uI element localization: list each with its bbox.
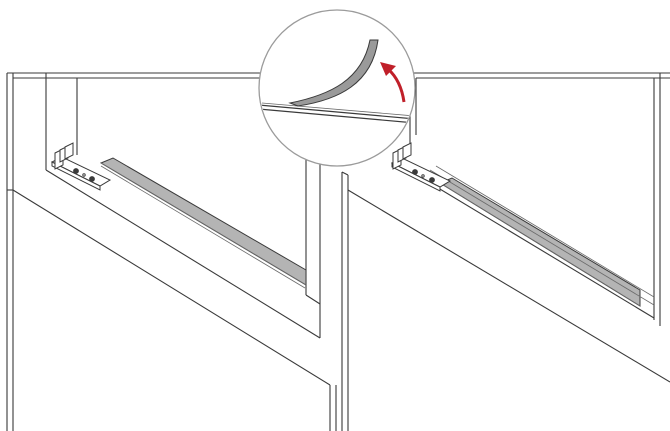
callout-contents [260, 39, 414, 124]
left-panel [6, 72, 337, 431]
peeling-film [288, 39, 379, 107]
right-panel [341, 72, 670, 431]
left-cabinet-frame [6, 72, 337, 431]
peel-direction-arrow [380, 62, 406, 103]
right-cabinet-frame [341, 72, 670, 431]
right-mounting-bracket [390, 142, 452, 192]
detail-callout [258, 9, 416, 167]
right-led-strip [429, 165, 655, 307]
left-led-strip [99, 157, 307, 289]
left-mounting-bracket [50, 142, 112, 191]
